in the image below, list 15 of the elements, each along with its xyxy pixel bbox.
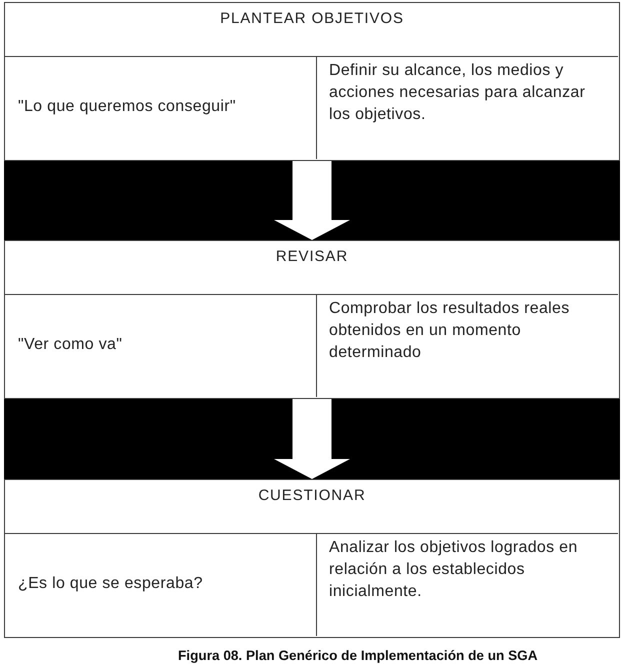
stage-heading: CUESTIONAR (258, 487, 366, 505)
table-cell: Analizar los objetivos logrados en relación a los establecidos inicialmente. (317, 533, 618, 636)
stage-heading: REVISAR (276, 248, 348, 266)
table-cell: Comprobar los resultados reales obtenidos en un momento determinado (317, 294, 618, 397)
table-cell: "Lo que queremos conseguir" (5, 56, 317, 159)
arrow (274, 399, 350, 479)
table-cell: ¿Es lo que se esperaba? (5, 533, 317, 636)
stage-panel (4, 2, 620, 161)
stage-panel (4, 479, 620, 638)
table-cell: "Ver como va" (5, 294, 317, 397)
arrow (274, 161, 350, 240)
stage-panel (4, 240, 620, 399)
table-cell: Definir su alcance, los medios y acciones necesarias para alcanzar los objetivos. (317, 56, 618, 159)
stage-heading: PLANTEAR OBJETIVOS (220, 10, 404, 28)
figure-caption: Figura 08. Plan Genérico de Implementación de un SGA (178, 648, 538, 664)
